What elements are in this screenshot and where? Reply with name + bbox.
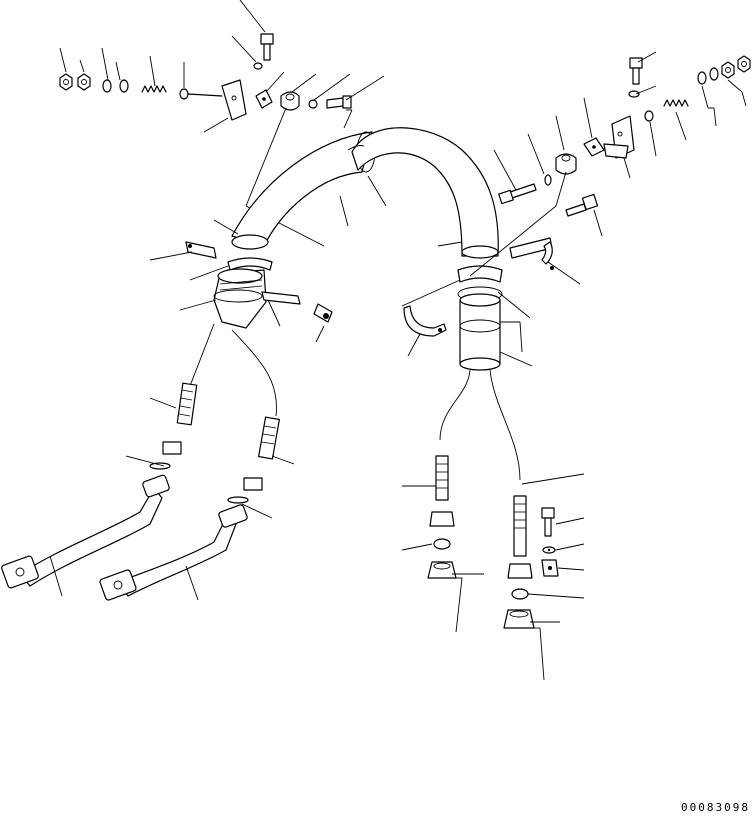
bolt-icon (498, 183, 537, 205)
nut-icon (77, 73, 91, 91)
washer-icon (542, 546, 556, 554)
bolt-icon (326, 95, 352, 109)
gasket-icon (433, 538, 529, 600)
gasket-icon (149, 462, 249, 504)
intake-pipe-icon (1, 474, 170, 589)
stud-icon (429, 455, 455, 527)
exhaust-pipe-icon (347, 127, 499, 259)
flare-nut-icon (427, 561, 535, 629)
bolt-icon (253, 33, 274, 70)
bellows-icon (459, 293, 501, 371)
hose-clamp-icon (185, 241, 273, 271)
bracket-icon (187, 79, 247, 121)
nut-icon (721, 55, 751, 79)
bolt-icon (628, 57, 643, 98)
lock-plate-icon (541, 559, 559, 577)
bolt-icon (565, 193, 599, 217)
washer-icon (544, 174, 552, 186)
hose-clamp-icon (403, 305, 447, 337)
washer-icon (255, 89, 273, 109)
exhaust-pipe-icon (231, 109, 376, 250)
spring-icon (141, 85, 167, 93)
hose-clamp-icon (261, 291, 333, 323)
spring-icon (663, 99, 689, 107)
washer-icon (102, 79, 129, 93)
washer-icon (179, 88, 189, 100)
bolt-icon (541, 507, 555, 537)
bracket-icon (603, 115, 635, 159)
stud-icon (243, 416, 280, 491)
intake-pipe-icon (99, 504, 248, 601)
washer-icon (644, 67, 719, 122)
nut-icon (59, 73, 73, 91)
rubber-mount-icon (555, 153, 577, 175)
rubber-mount-icon (280, 91, 300, 111)
washer-icon (583, 137, 605, 157)
washer-icon (308, 99, 318, 109)
hose-clamp-icon (509, 237, 554, 270)
drawing-code: 00083098 (681, 801, 750, 814)
stud-icon (162, 382, 198, 455)
stud-icon (507, 495, 533, 579)
bellows-icon (213, 268, 267, 329)
